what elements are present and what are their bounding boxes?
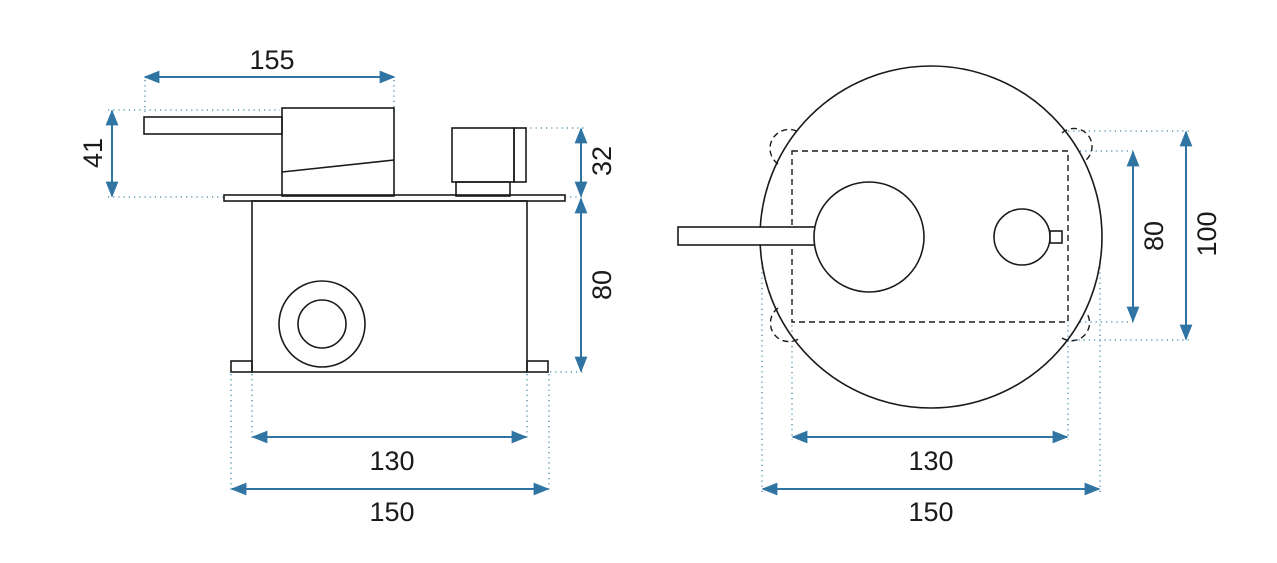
dim-handle-height-label: 41 (78, 138, 108, 168)
dim-box-height-label: 80 (587, 270, 617, 300)
knob-body (451, 127, 515, 183)
front-view: 130 150 80 100 (677, 65, 1222, 527)
outlet-inner-circle (297, 299, 347, 349)
handle-body-cut-line (281, 159, 395, 173)
outlet-outer-circle (278, 280, 366, 368)
hidden-corner-bl (769, 307, 801, 343)
hidden-valve-box (791, 150, 1069, 323)
side-view: 155 41 32 80 130 150 (78, 45, 617, 527)
front-handle-lever (677, 226, 821, 246)
left-foot (230, 360, 253, 373)
knob-cap (513, 127, 527, 183)
front-knob (993, 208, 1051, 266)
dim-outer-width-label: 150 (369, 497, 414, 527)
front-handle-disc (813, 181, 925, 293)
front-dim-outer-width-label: 150 (908, 497, 953, 527)
handle-lever (143, 116, 283, 135)
front-dim-inner-width-label: 130 (908, 446, 953, 476)
hidden-corner-tl (769, 128, 801, 165)
handle-body (281, 107, 395, 197)
dim-inner-width-label: 130 (369, 446, 414, 476)
knob-stem (455, 181, 511, 197)
dim-top-width-label: 155 (249, 45, 294, 75)
front-dim-inner-height-label: 80 (1139, 221, 1169, 251)
front-knob-tab (1049, 230, 1063, 244)
front-dim-outer-height-label: 100 (1192, 211, 1222, 256)
dim-knob-height-label: 32 (587, 146, 617, 176)
valve-box (251, 200, 528, 373)
right-foot (526, 360, 549, 373)
front-extension-lines (761, 130, 1190, 492)
hidden-corner-br (1061, 311, 1091, 342)
